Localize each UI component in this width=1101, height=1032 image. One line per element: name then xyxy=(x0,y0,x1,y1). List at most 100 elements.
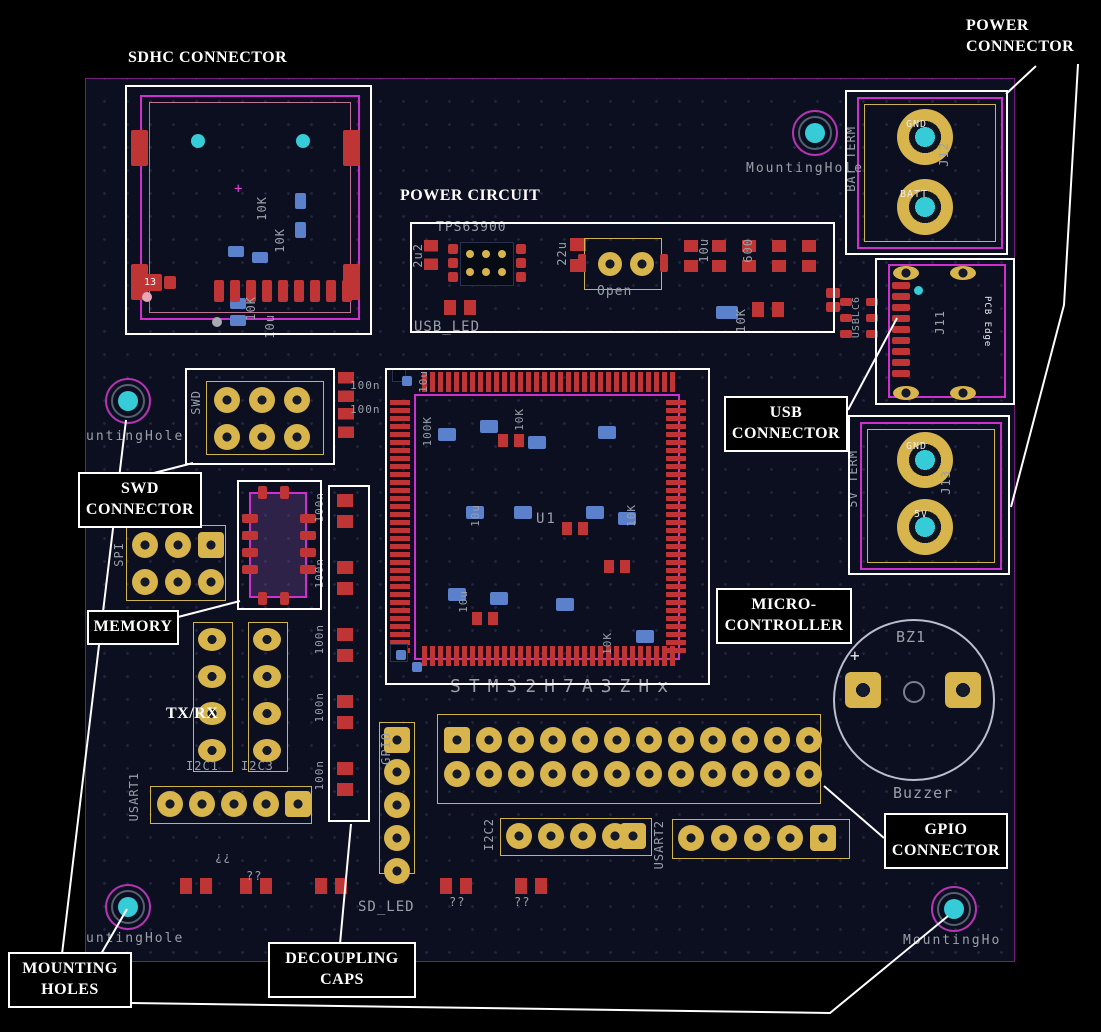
pad xyxy=(666,456,686,461)
pad xyxy=(253,665,281,688)
mounting-hole-bottom-right xyxy=(931,886,977,932)
pad xyxy=(164,276,176,289)
j12-body-outline xyxy=(864,104,996,242)
pad xyxy=(214,424,240,450)
silkscreen-text: SD_LED xyxy=(358,899,415,915)
silkscreen-text: U1 xyxy=(536,511,557,527)
pad xyxy=(390,472,410,477)
pad xyxy=(796,727,822,753)
terminal-5v-highlight xyxy=(848,415,1010,575)
buzzer-outline xyxy=(833,619,995,781)
pad xyxy=(914,286,923,295)
pad xyxy=(198,569,224,595)
pad xyxy=(337,628,353,662)
silkscreen-text: I2C3 xyxy=(241,759,274,773)
swd-highlight xyxy=(185,368,335,465)
pad xyxy=(198,628,226,651)
pad xyxy=(606,372,611,392)
pad xyxy=(666,400,686,405)
pad xyxy=(384,727,410,753)
pad xyxy=(646,372,651,392)
label-line: CAPS xyxy=(320,970,364,988)
pad xyxy=(550,372,555,392)
pad xyxy=(390,632,410,637)
pad xyxy=(258,592,267,605)
pad xyxy=(390,488,410,493)
pad xyxy=(390,584,410,589)
pad xyxy=(462,646,467,666)
pad xyxy=(242,565,258,574)
pad xyxy=(278,280,288,302)
pad xyxy=(422,372,427,392)
pad xyxy=(950,266,976,280)
pad xyxy=(157,791,183,817)
silkscreen-text: TPS63900 xyxy=(436,220,507,235)
pad xyxy=(802,240,816,272)
pad xyxy=(772,240,786,272)
pad xyxy=(486,646,491,666)
pad xyxy=(384,792,410,818)
pad xyxy=(897,499,953,555)
pad xyxy=(448,258,458,268)
pad xyxy=(230,315,246,326)
pad xyxy=(466,506,484,519)
pad xyxy=(654,372,659,392)
pad xyxy=(666,648,686,653)
pad xyxy=(666,408,686,413)
pad xyxy=(666,520,686,525)
pad xyxy=(440,878,472,894)
pad xyxy=(892,370,910,377)
pad xyxy=(180,878,212,894)
pad xyxy=(840,314,852,322)
usart2-header-outline xyxy=(672,819,850,859)
pad xyxy=(604,761,630,787)
pad xyxy=(448,588,466,601)
pad xyxy=(666,608,686,613)
pad xyxy=(514,506,532,519)
pad xyxy=(638,372,643,392)
pad xyxy=(666,528,686,533)
sdhc-connector-outline xyxy=(140,95,360,320)
pad xyxy=(666,464,686,469)
pad xyxy=(221,791,247,817)
pad xyxy=(460,242,514,286)
pad xyxy=(630,372,635,392)
pad xyxy=(390,528,410,533)
label-line: POWER xyxy=(966,17,1029,34)
pad xyxy=(764,727,790,753)
pad xyxy=(494,646,499,666)
pad xyxy=(242,531,258,540)
j13-outline xyxy=(860,422,1002,570)
pad xyxy=(678,825,704,851)
pad xyxy=(526,372,531,392)
pad xyxy=(582,646,587,666)
pad xyxy=(502,646,507,666)
pad xyxy=(666,576,686,581)
pad xyxy=(494,372,499,392)
pad xyxy=(614,646,619,666)
pad xyxy=(666,496,686,501)
pad xyxy=(253,702,281,725)
pad xyxy=(252,252,268,263)
pad xyxy=(666,536,686,541)
silkscreen-text: 100n xyxy=(350,403,381,416)
pad xyxy=(390,400,410,405)
pad xyxy=(470,372,475,392)
label-line: HOLES xyxy=(41,980,99,998)
pad xyxy=(454,646,459,666)
pad xyxy=(893,266,919,280)
label-memory: MEMORY xyxy=(87,610,179,645)
pad xyxy=(454,372,459,392)
pad xyxy=(510,646,515,666)
pad xyxy=(131,130,148,166)
pad xyxy=(502,372,507,392)
pad xyxy=(556,598,574,611)
pad xyxy=(228,246,244,257)
pad xyxy=(446,372,451,392)
pad xyxy=(636,630,654,643)
silkscreen-text: I2C1 xyxy=(186,759,219,773)
power-circuit-highlight xyxy=(410,222,835,333)
sdhc-highlight xyxy=(125,85,372,335)
pad xyxy=(390,432,410,437)
